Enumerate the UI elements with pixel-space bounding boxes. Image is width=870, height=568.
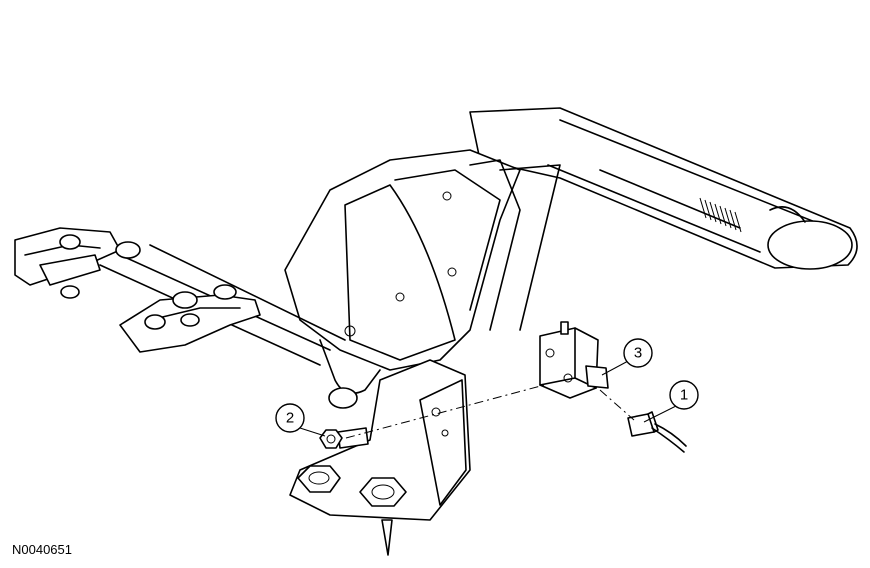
callout-number: 2	[286, 410, 294, 427]
leader-line	[299, 427, 326, 437]
leader-line	[601, 359, 631, 376]
mounting-bracket	[289, 359, 471, 556]
callout-3: 3	[623, 338, 653, 368]
mounting-nut	[359, 477, 407, 507]
bolt-part	[319, 427, 369, 449]
brake-cables	[14, 227, 346, 366]
callout-number: 1	[680, 387, 688, 404]
brake-handle	[469, 107, 858, 270]
callout-number: 3	[634, 345, 642, 362]
leader-line	[643, 405, 677, 423]
callout-1: 1	[669, 380, 699, 410]
callout-2: 2	[275, 403, 305, 433]
ratchet-assembly	[284, 149, 561, 409]
connector-part	[627, 411, 687, 453]
mounting-nut	[297, 465, 341, 493]
handle-spring	[699, 197, 742, 233]
warning-switch-part	[539, 321, 609, 399]
alignment-line	[599, 389, 635, 421]
alignment-line	[345, 383, 549, 439]
figure-id-label: N0040651	[12, 542, 72, 557]
